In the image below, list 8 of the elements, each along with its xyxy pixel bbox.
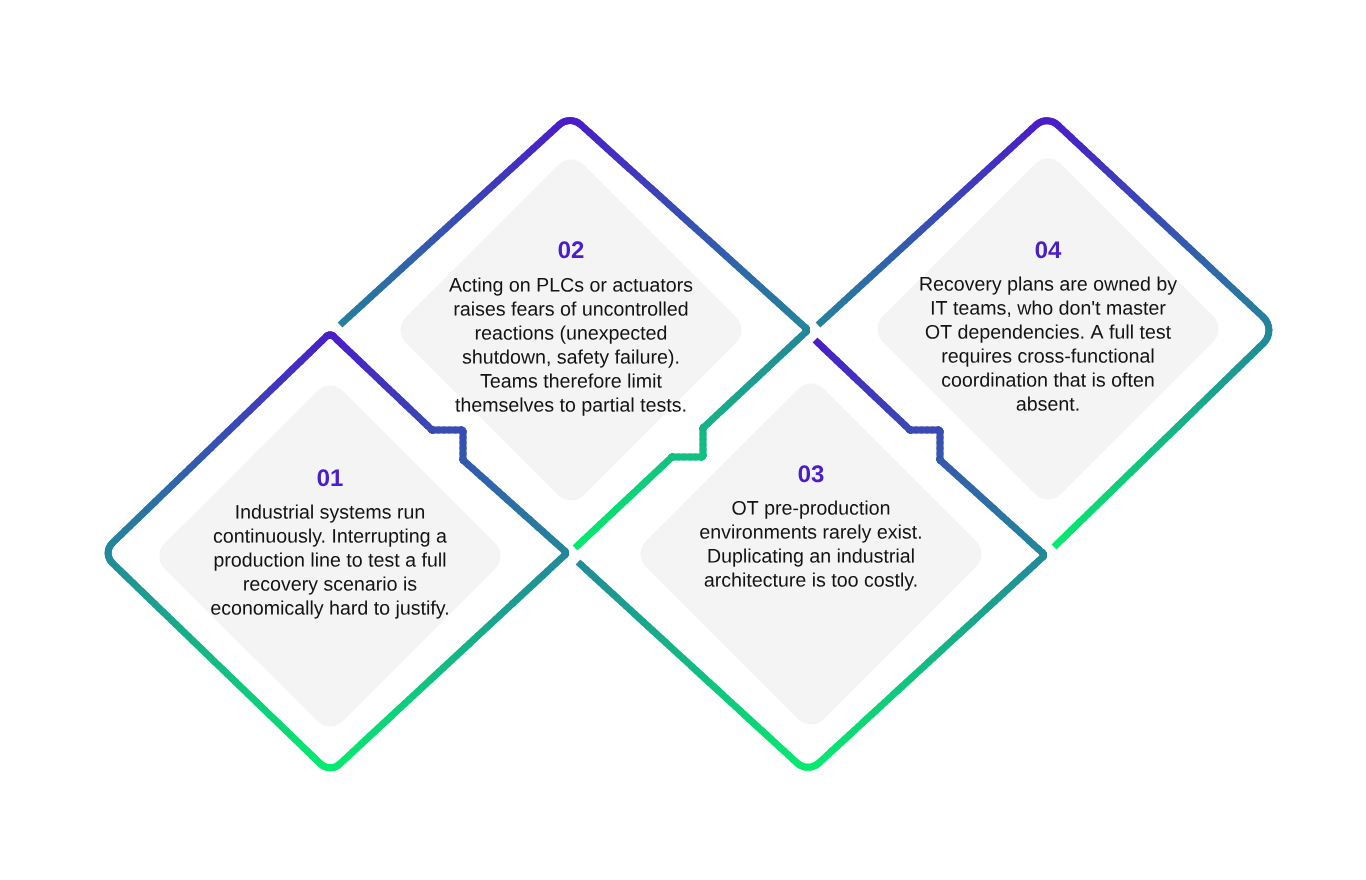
step-number: 01 (317, 469, 343, 487)
step-text: Acting on PLCs or actuators raises fears of uncontrolled reactions (unexpected shutdown, safety failure). Teams therefore limit themselves to partial tests. (449, 277, 693, 416)
step-text: Recovery plans are owned by IT teams, who don't master OT dependencies. A full test requires cross-functional coordination that is often absent. (920, 276, 1177, 411)
step-number: 03 (798, 465, 824, 483)
step-number: 02 (558, 241, 584, 259)
step-text: OT pre-production environments rarely exist. Duplicating an industrial architecture is too costly. (700, 500, 921, 591)
step-text: Industrial systems run continuously. Interrupting a production line to test a full recovery scenario is economically hard to justify. (211, 504, 448, 619)
step-number: 04 (1035, 241, 1062, 259)
